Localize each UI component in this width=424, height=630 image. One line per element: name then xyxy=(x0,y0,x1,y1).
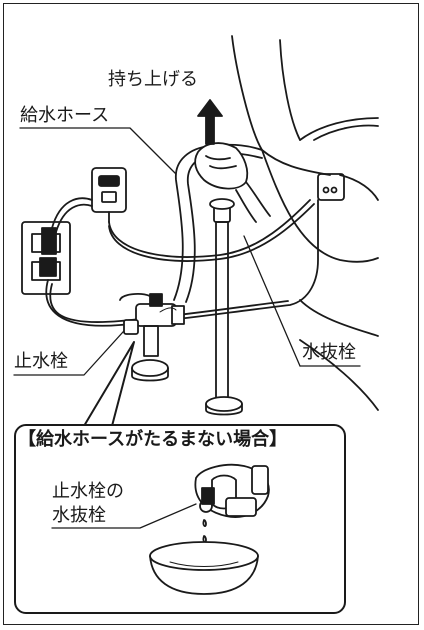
label-drain-plug: 水抜栓 xyxy=(302,342,356,363)
figure-frame xyxy=(3,3,419,625)
callout-box xyxy=(14,424,346,614)
callout-title: 【給水ホースがたるまない場合】 xyxy=(18,429,288,450)
power-adapter xyxy=(91,167,127,223)
toilet-body xyxy=(231,35,379,411)
callout-pointer xyxy=(83,341,135,427)
drain-pipe xyxy=(205,198,243,416)
label-stop-valve: 止水栓 xyxy=(14,351,68,372)
label-supply-hose: 給水ホース xyxy=(20,105,110,126)
label-stop-valve-drain-line1: 止水栓の xyxy=(52,481,124,502)
valve-closeup xyxy=(194,463,270,518)
leader-lines xyxy=(13,127,361,376)
basin xyxy=(149,541,259,595)
lift-arrow xyxy=(197,99,223,145)
callout-leader xyxy=(51,503,197,529)
stop-valve-assembly xyxy=(119,293,185,382)
wall-outlet xyxy=(21,221,71,295)
hand xyxy=(194,142,271,223)
label-lift: 持ち上げる xyxy=(108,69,198,90)
label-stop-valve-drain-line2: 水抜栓 xyxy=(52,505,106,526)
